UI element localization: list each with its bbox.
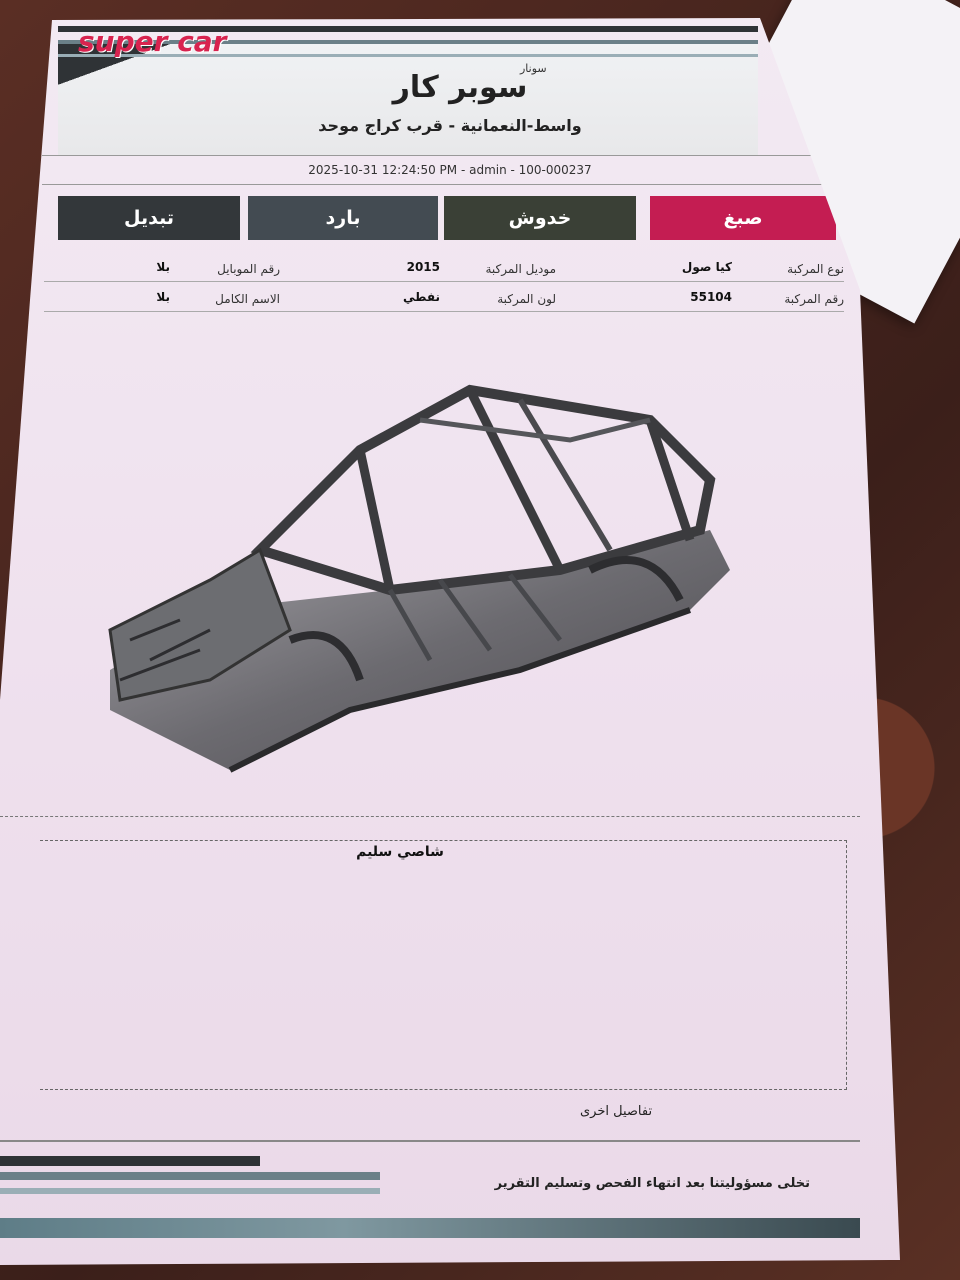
header-rule-bottom (42, 184, 842, 185)
section-divider (0, 816, 860, 817)
other-details-label: تفاصيل اخرى (580, 1104, 653, 1119)
brand-logo: super car (78, 25, 227, 58)
color-value: نفطي (403, 290, 440, 304)
brand-small-text: سونار (520, 62, 547, 75)
tab-cold-repair: بارد (248, 196, 438, 240)
info-row-1-line (44, 281, 844, 282)
footer-stripe-3 (0, 1188, 380, 1194)
address: واسط-النعمانية - قرب كراج موحد (318, 116, 582, 135)
tab-replacement: تبديل (58, 196, 240, 240)
brand-name: سوبر كار (392, 70, 528, 105)
header-rule-top (42, 155, 842, 156)
vehicle-type-label: نوع المركبة (787, 262, 844, 276)
plate-label: رقم المركبة (784, 292, 844, 306)
header-stripe-2 (58, 40, 758, 44)
mobile-label: رقم الموبايل (217, 262, 280, 276)
tab-scratches: خدوش (444, 196, 636, 240)
footer-stripe-2 (0, 1172, 380, 1180)
vehicle-model-label: موديل المركبة (485, 262, 556, 276)
report-meta: 2025-10-31 12:24:50 PM - admin - 100-000… (308, 163, 592, 177)
car-chassis-diagram (108, 384, 730, 773)
footer-rule (0, 1140, 860, 1142)
notes-text: شاصي سليم (356, 844, 444, 860)
tab-paint: صبغ (650, 196, 836, 240)
info-row-2-line (44, 311, 844, 312)
header-stripe-1 (58, 26, 758, 32)
notes-box (40, 840, 847, 1090)
footer-stripe-1 (0, 1156, 260, 1166)
color-label: لون المركبة (497, 292, 556, 306)
fullname-value: بلا (156, 290, 170, 304)
header-stripe-3 (58, 54, 758, 57)
vehicle-model-value: 2015 (406, 260, 440, 274)
header-corner (58, 40, 358, 155)
mobile-value: بلا (156, 260, 170, 274)
footer-disclaimer: تخلى مسؤوليتنا بعد انتهاء الفحص وتسليم ا… (494, 1176, 810, 1191)
footer-band (0, 1218, 860, 1238)
vehicle-type-value: كيا صول (681, 260, 732, 274)
fullname-label: الاسم الكامل (215, 292, 280, 306)
plate-value: 55104 (690, 290, 732, 304)
